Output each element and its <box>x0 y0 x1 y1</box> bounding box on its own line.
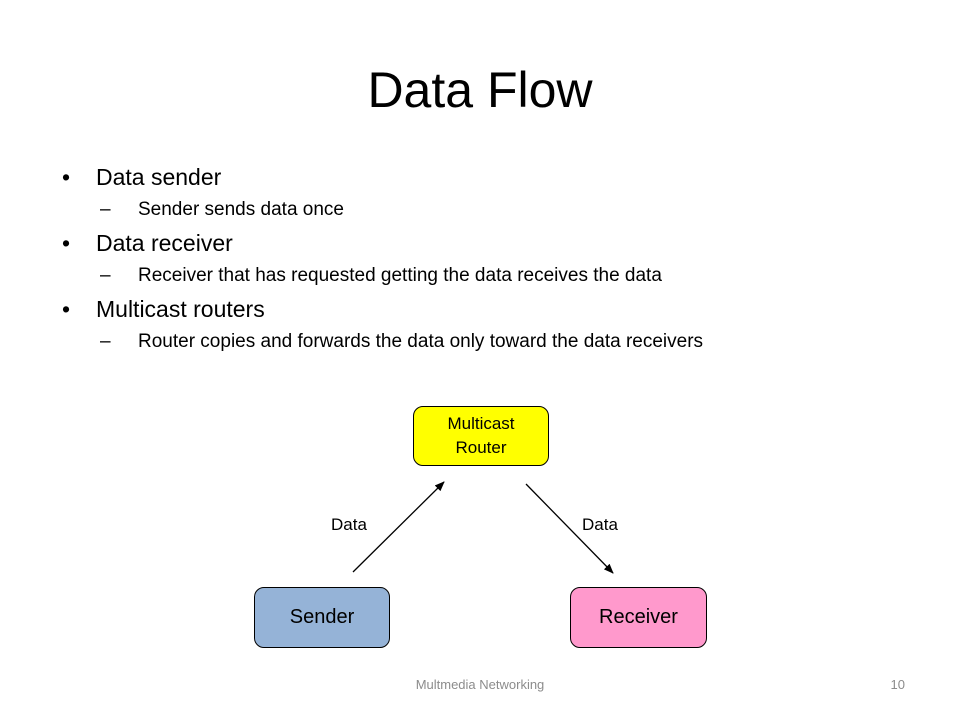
sender-to-router-arrow <box>352 481 445 573</box>
sender-node: Sender <box>254 587 390 648</box>
router-to-receiver-arrow <box>525 483 614 574</box>
bullet-list: • Data sender – Sender sends data once •… <box>62 160 942 358</box>
footer-text: Multmedia Networking <box>415 677 545 692</box>
bullet-dot-icon: • <box>62 230 71 256</box>
dash-icon: – <box>100 331 111 352</box>
slide-title: Data Flow <box>367 62 593 118</box>
router-label-line1: Multicast <box>447 414 515 433</box>
bullet-text: Data sender <box>96 164 222 190</box>
bullet-text: Data receiver <box>96 230 233 256</box>
bullet-dot-icon: • <box>62 164 71 190</box>
edge-label-right: Data <box>582 515 618 534</box>
sender-label: Sender <box>289 606 355 628</box>
bullet-text: Multicast routers <box>96 296 265 322</box>
bullet-item: • Multicast routers <box>62 292 942 326</box>
sub-bullet-text: Sender sends data once <box>138 199 344 220</box>
receiver-node: Receiver <box>570 587 707 648</box>
sub-bullet-item: – Receiver that has requested getting th… <box>62 260 942 292</box>
sub-bullet-item: – Router copies and forwards the data on… <box>62 326 942 358</box>
multicast-router-node: Multicast Router <box>413 406 549 466</box>
sub-bullet-text: Receiver that has requested getting the … <box>138 265 662 286</box>
dash-icon: – <box>100 265 111 286</box>
router-label-line2: Router <box>455 438 507 457</box>
bullet-item: • Data receiver <box>62 226 942 260</box>
sub-bullet-text: Router copies and forwards the data only… <box>138 331 704 352</box>
page-number: 10 <box>890 677 905 692</box>
bullet-dot-icon: • <box>62 296 71 322</box>
sub-bullet-item: – Sender sends data once <box>62 194 942 226</box>
receiver-label: Receiver <box>599 606 678 628</box>
bullet-item: • Data sender <box>62 160 942 194</box>
dash-icon: – <box>100 199 111 220</box>
edge-label-left: Data <box>331 515 367 534</box>
